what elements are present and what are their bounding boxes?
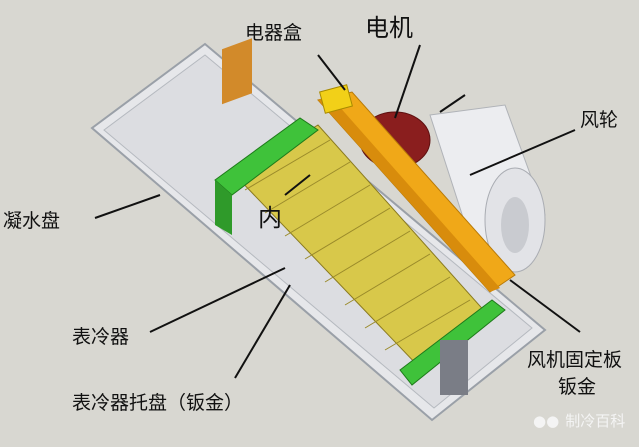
end-plate-left-side [215, 180, 232, 235]
coil-fins [244, 139, 471, 351]
pipe-bracket [222, 38, 252, 105]
fan-wheel [429, 104, 546, 273]
label-fan-plate: 风机固定板 [527, 349, 623, 371]
label-inside: 内 [258, 204, 282, 232]
label-electrical-box: 电器盒 [245, 22, 303, 44]
watermark: ●● 制冷百科 [533, 410, 625, 431]
label-fan-plate-sheet: 钣金 [558, 376, 597, 398]
wechat-icon: ●● [533, 411, 560, 430]
electrical-box [319, 84, 353, 114]
watermark-text: 制冷百科 [565, 412, 626, 430]
frame-bar [318, 96, 500, 292]
label-motor: 电机 [365, 14, 413, 42]
leader-lines [94, 44, 581, 379]
label-fan-wheel: 风轮 [580, 109, 619, 131]
support-bracket [440, 340, 468, 395]
label-coil-tray: 表冷器托盘（钣金） [72, 392, 244, 414]
label-condensate-pan: 凝水盘 [3, 210, 61, 232]
label-coil: 表冷器 [72, 326, 130, 348]
